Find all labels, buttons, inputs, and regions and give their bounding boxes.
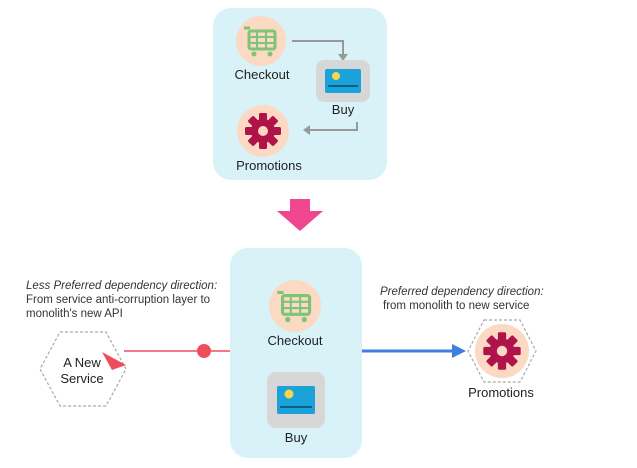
- preferred-line1: from monolith to new service: [383, 300, 530, 312]
- bottom-checkout-label: Checkout: [267, 333, 323, 348]
- top-checkout-label: Checkout: [234, 67, 290, 82]
- preferred-title: Preferred dependency direction:: [380, 286, 544, 298]
- less-preferred-line1: From service anti-corruption layer to: [26, 294, 211, 306]
- api-endpoint-dot: [197, 344, 211, 358]
- down-arrow-icon: [277, 199, 323, 231]
- preferred-arrow-head: [452, 344, 466, 358]
- cart-icon: [236, 16, 286, 66]
- less-preferred-title: Less Preferred dependency direction:: [26, 280, 218, 292]
- top-buy-label: Buy: [331, 102, 355, 117]
- less-preferred-note: Less Preferred dependency direction: Fro…: [26, 279, 217, 321]
- gear-icon: [475, 324, 529, 378]
- new-service-label-line2: Service: [60, 371, 104, 386]
- top-promotions-label: Promotions: [236, 158, 302, 173]
- bottom-promotions-label: Promotions: [468, 385, 534, 400]
- less-preferred-line2: monolith's new API: [26, 308, 123, 320]
- bottom-buy-label: Buy: [284, 430, 308, 445]
- credit-card-icon: [316, 60, 370, 102]
- new-service-label-line1: A New: [63, 355, 101, 370]
- gear-icon: [237, 105, 289, 157]
- preferred-note: Preferred dependency direction: from mon…: [380, 285, 544, 313]
- hexagon-icon: [39, 331, 127, 407]
- credit-card-icon: [267, 372, 325, 428]
- cart-icon: [269, 280, 321, 332]
